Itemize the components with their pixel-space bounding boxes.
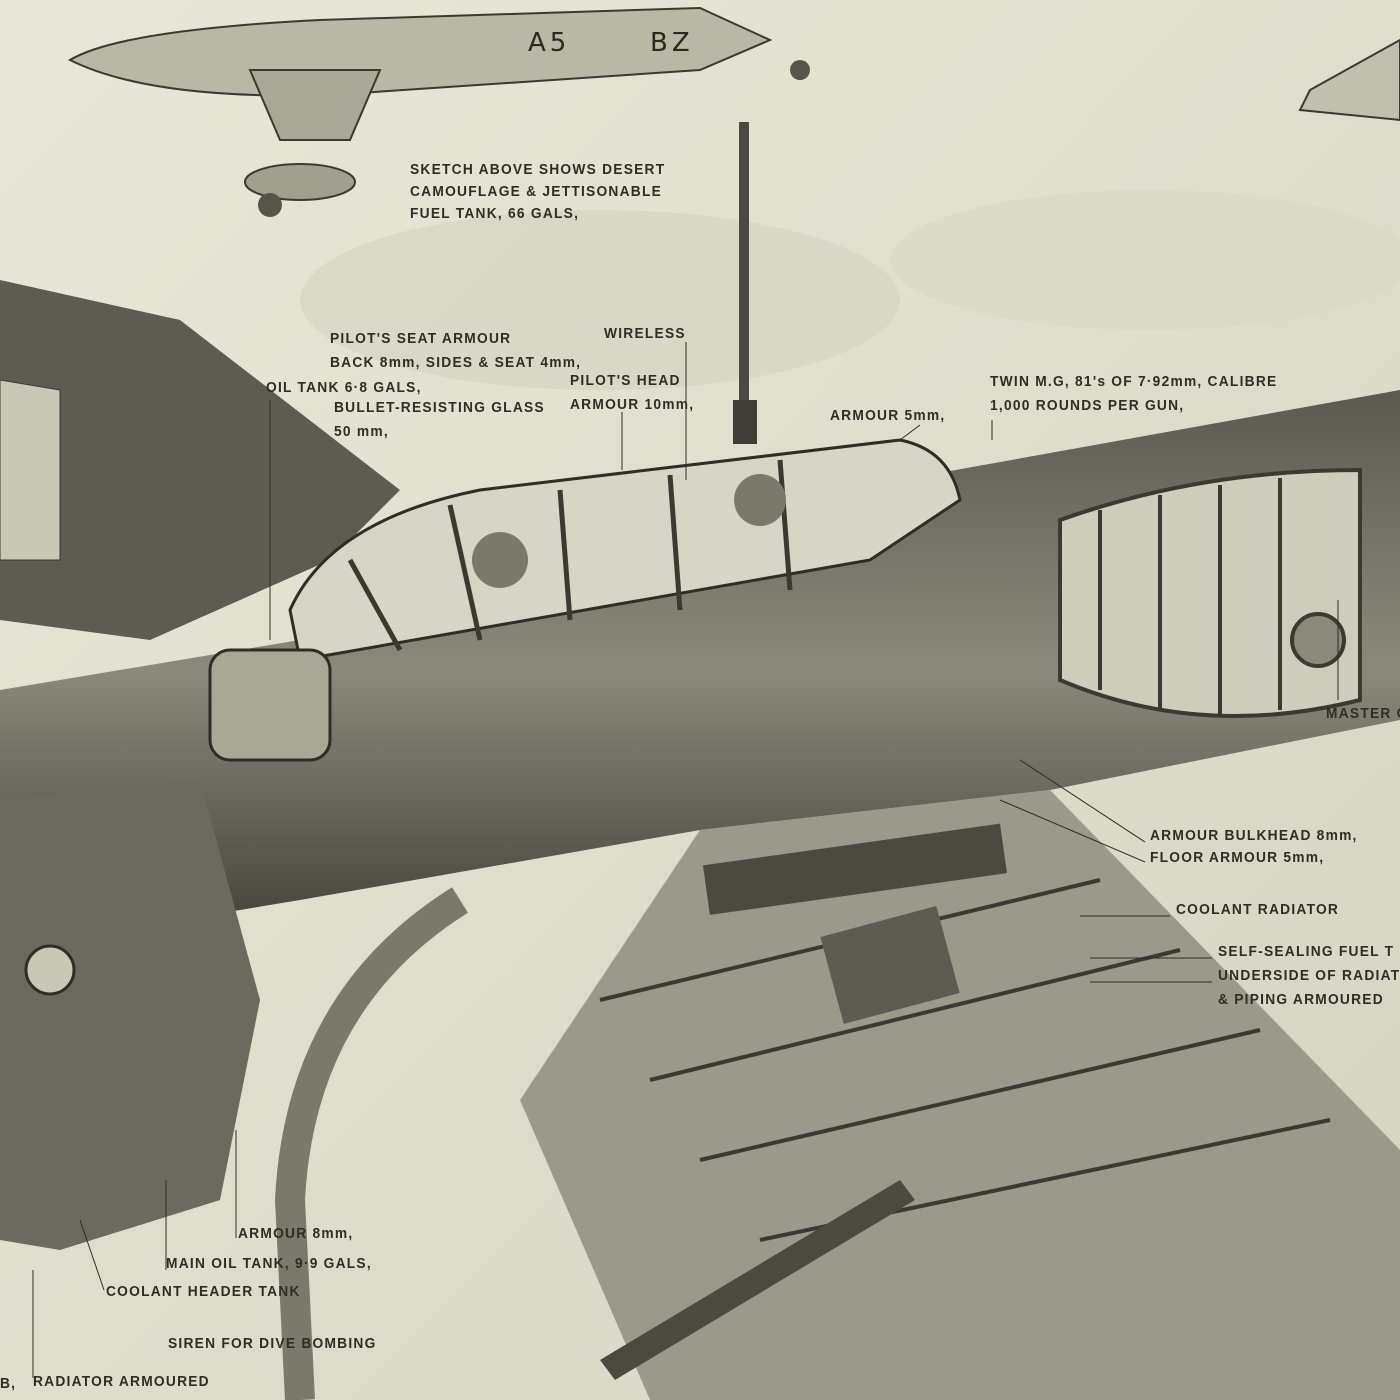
cockpit-canopy	[288, 438, 962, 662]
label-master-compass: MASTER C	[1326, 706, 1400, 722]
label-oil-tank: OIL TANK 6·8 GALS,	[266, 380, 422, 396]
label-floor-armour: FLOOR ARMOUR 5mm,	[1150, 850, 1325, 866]
sketch-note-line-2: CAMOUFLAGE & JETTISONABLE	[410, 184, 663, 200]
label-radiator-armoured: RADIATOR ARMOURED	[33, 1374, 210, 1390]
leader-lines	[32, 342, 1339, 1378]
aircraft-code-right: BZ	[650, 28, 694, 58]
label-pilot-head: PILOT'S HEAD	[570, 373, 681, 389]
label-fuel-tank-3: & PIPING ARMOURED	[1218, 992, 1384, 1008]
desert-camouflage-plane-sketch	[67, 6, 1400, 217]
rear-fuselage-frames	[1058, 467, 1362, 718]
rear-machine-gun	[600, 1180, 915, 1380]
label-bullet-glass-thickness: 50 mm,	[334, 424, 389, 440]
label-pilot-seat-armour-detail: BACK 8mm, SIDES & SEAT 4mm,	[330, 355, 582, 371]
label-main-oil-tank: MAIN OIL TANK, 9·9 GALS,	[166, 1256, 372, 1272]
label-pilot-seat-armour: PILOT'S SEAT ARMOUR	[330, 331, 512, 347]
sketch-note-line-1: SKETCH ABOVE SHOWS DESERT	[410, 162, 666, 178]
label-fuel-tank-2: UNDERSIDE OF RADIAT	[1218, 968, 1400, 984]
label-coolant-radiator: COOLANT RADIATOR	[1176, 902, 1340, 918]
label-siren: SIREN FOR DIVE BOMBING	[168, 1336, 377, 1352]
fuselage	[0, 390, 1400, 950]
label-cut-prefix: B,	[0, 1376, 17, 1392]
label-armour-5mm: ARMOUR 5mm,	[830, 408, 946, 424]
wireless-antenna	[733, 122, 757, 444]
starboard-wing	[520, 790, 1400, 1400]
label-coolant-header: COOLANT HEADER TANK	[106, 1284, 301, 1300]
label-armour-bulkhead: ARMOUR BULKHEAD 8mm,	[1150, 828, 1358, 844]
label-fuel-tank-1: SELF-SEALING FUEL T	[1218, 944, 1395, 960]
label-armour-8mm: ARMOUR 8mm,	[238, 1226, 354, 1242]
label-twin-mg: TWIN M.G, 81's OF 7·92mm, CALIBRE	[990, 374, 1278, 390]
label-wireless: WIRELESS	[604, 326, 686, 342]
label-rounds: 1,000 ROUNDS PER GUN,	[990, 398, 1185, 414]
label-bullet-glass: BULLET-RESISTING GLASS	[334, 400, 545, 416]
label-pilot-head-armour: ARMOUR 10mm,	[570, 397, 695, 413]
port-wing	[0, 280, 400, 640]
aircraft-code-left: A5	[528, 28, 571, 58]
engine-section	[0, 648, 332, 1250]
sketch-note-line-3: FUEL TANK, 66 GALS,	[410, 206, 580, 222]
